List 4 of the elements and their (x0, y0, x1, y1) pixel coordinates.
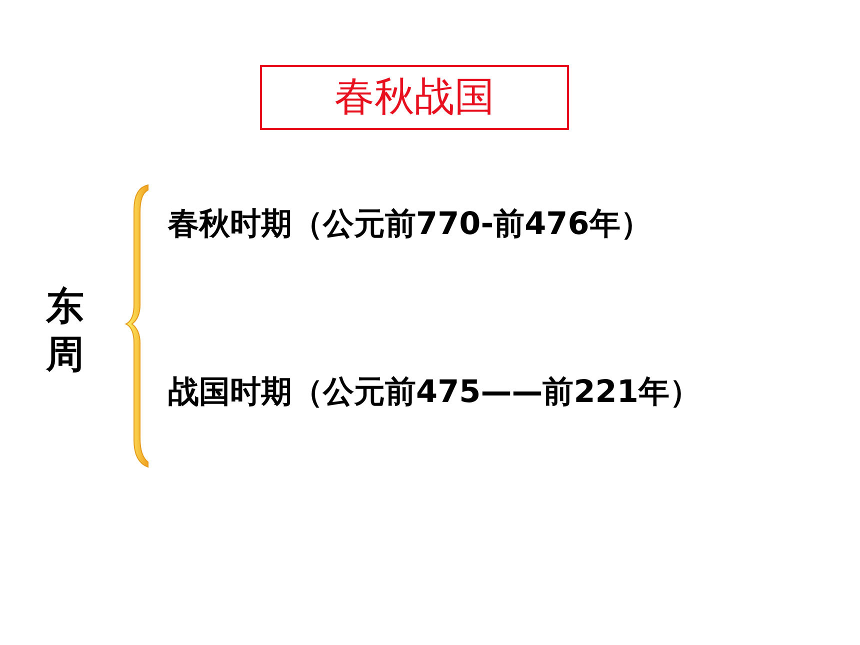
period-label: 东周 (46, 283, 85, 378)
period-text: 春秋时期（公元前770-前476年） (168, 205, 652, 244)
period-text: 战国时期（公元前475——前221年） (168, 373, 700, 412)
title-box: 春秋战国 (260, 65, 569, 130)
